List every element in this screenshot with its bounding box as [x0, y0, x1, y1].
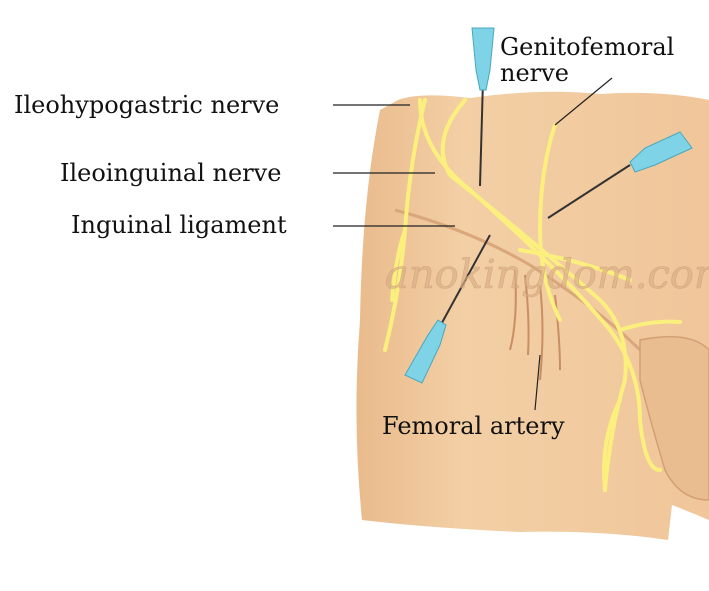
body-torso: [356, 91, 709, 540]
needle-top: [471, 27, 495, 187]
femoral-artery: [509, 269, 561, 381]
label-genitofemoral-line1: Genitofemoral: [500, 33, 675, 61]
leader-lines: [333, 77, 613, 411]
label-genitofemoral-line2: nerve: [500, 59, 569, 87]
label-ileoinguinal-nerve: Ileoinguinal nerve: [60, 159, 282, 187]
label-inguinal-ligament: Inguinal ligament: [71, 211, 287, 239]
needle-bottom-left: [404, 234, 491, 384]
needle-right: [547, 131, 693, 219]
inguinal-fold: [394, 208, 642, 352]
nerves: [383, 98, 682, 492]
label-femoral-artery: Femoral artery: [382, 412, 565, 440]
label-ileohypogastric-nerve: Ileohypogastric nerve: [14, 91, 280, 119]
watermark: anokingdom.com: [385, 252, 709, 298]
genital-region: [639, 335, 709, 501]
